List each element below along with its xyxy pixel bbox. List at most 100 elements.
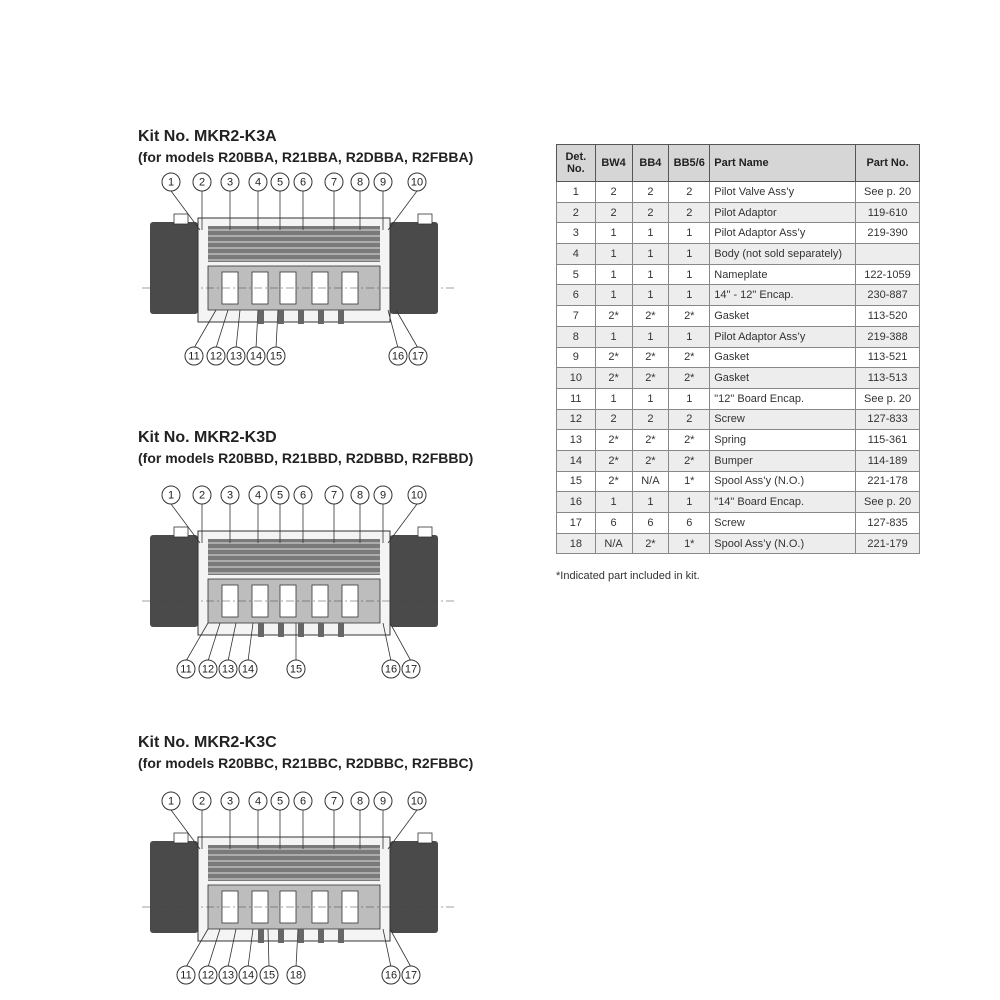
- callout-leader: [170, 190, 201, 231]
- callout-circle: [176, 659, 196, 679]
- part-name-cell: Spool Ass’y (N.O.): [709, 470, 857, 493]
- callout-circle: [220, 791, 240, 811]
- kit-title: Kit No. MKR2-K3D: [138, 429, 277, 446]
- callout-circle: [248, 485, 268, 505]
- callout-13: 13: [226, 309, 246, 366]
- callout-15: 15: [259, 928, 279, 985]
- bb56-cell: 1: [668, 491, 711, 513]
- callout-label: 14: [242, 664, 254, 676]
- callout-label: 4: [255, 490, 261, 502]
- bb56-cell: 1*: [668, 532, 711, 555]
- port: [258, 929, 264, 943]
- part-no-cell: 127-833: [855, 408, 920, 431]
- callout-8: 8: [350, 791, 370, 849]
- callout-label: 1: [168, 796, 174, 808]
- callout-label: 14: [242, 970, 254, 982]
- callout-10: 10: [387, 791, 427, 850]
- kit-heading-k3d: Kit No. MKR2-K3D (for models R20BBD, R21…: [138, 427, 538, 468]
- upper-bore: [208, 226, 380, 262]
- callout-circle: [293, 791, 313, 811]
- callout-label: 5: [277, 490, 283, 502]
- callout-label: 1: [168, 490, 174, 502]
- callout-11: 11: [184, 309, 217, 366]
- part-no-cell: 127-835: [855, 512, 920, 534]
- table-header-row: Det. No. BW4 BB4 BB5/6 Part Name Part No…: [556, 144, 920, 182]
- bb56-cell: 1: [668, 325, 711, 348]
- callout-label: 10: [411, 490, 423, 502]
- callout-leader: [235, 309, 241, 349]
- bb4-cell: 2: [631, 181, 670, 203]
- bb56-cell: 1: [668, 284, 711, 307]
- det-no-cell: 15: [556, 470, 596, 493]
- bb56-cell: 2*: [668, 346, 711, 369]
- callout-circle: [238, 965, 258, 985]
- upper-bore: [208, 539, 380, 575]
- callout-15: 15: [266, 309, 286, 366]
- callout-12: 12: [198, 622, 221, 679]
- callout-label: 13: [222, 970, 234, 982]
- upper-bore: [208, 845, 380, 881]
- callout-7: 7: [324, 791, 344, 849]
- bw4-cell: 2*: [594, 367, 633, 389]
- callout-leader: [395, 309, 419, 349]
- callout-14: 14: [246, 309, 266, 366]
- col-det-no: Det. No.: [556, 144, 596, 182]
- part-no-cell: 119-610: [855, 201, 920, 224]
- bw4-cell: 2*: [594, 305, 633, 327]
- callout-leader: [215, 309, 229, 349]
- callout-11: 11: [176, 928, 209, 985]
- callout-circle: [270, 172, 290, 192]
- bb56-cell: 1: [668, 263, 711, 286]
- footnote: *Indicated part included in kit.: [556, 570, 700, 582]
- det-no-cell: 8: [556, 325, 596, 348]
- callout-circle: [293, 172, 313, 192]
- callout-circle: [401, 659, 421, 679]
- callout-leader: [227, 928, 237, 968]
- callout-circle: [206, 346, 226, 366]
- part-name-cell: Pilot Adaptor: [709, 201, 857, 224]
- bb4-cell: 1: [631, 325, 670, 348]
- right-pilot-housing: [390, 222, 438, 314]
- bb4-cell: N/A: [631, 470, 670, 493]
- callout-label: 12: [202, 970, 214, 982]
- callout-label: 2: [199, 796, 205, 808]
- housing-tab: [417, 526, 433, 538]
- part-name-cell: Gasket: [709, 346, 857, 369]
- callout-12: 12: [206, 309, 229, 366]
- callout-leader: [170, 809, 201, 850]
- part-no-cell: 219-388: [855, 325, 920, 348]
- callout-14: 14: [238, 928, 258, 985]
- callout-circle: [373, 791, 393, 811]
- callout-leader: [193, 309, 217, 349]
- callout-circle: [407, 485, 427, 505]
- kit-models: (for models R20BBC, R21BBC, R2DBBC, R2FB…: [138, 755, 474, 771]
- port: [278, 929, 284, 943]
- callout-label: 12: [202, 664, 214, 676]
- callout-9: 9: [373, 172, 393, 230]
- det-no-cell: 14: [556, 449, 596, 472]
- callout-3: 3: [220, 791, 240, 849]
- callout-label: 16: [392, 351, 404, 363]
- left-pilot-housing: [150, 535, 198, 627]
- callout-9: 9: [373, 485, 393, 543]
- part-name-cell: Pilot Adaptor Ass’y: [709, 325, 857, 348]
- bb4-cell: 1: [631, 263, 670, 286]
- callout-circle: [270, 791, 290, 811]
- left-pilot-housing: [150, 841, 198, 933]
- callout-leader: [255, 309, 259, 349]
- bw4-cell: 2: [594, 408, 633, 431]
- port: [278, 310, 284, 324]
- callout-circle: [192, 485, 212, 505]
- det-no-cell: 10: [556, 367, 596, 389]
- callout-1: 1: [161, 485, 201, 544]
- callout-circle: [266, 346, 286, 366]
- callout-circle: [373, 172, 393, 192]
- det-no-cell: 5: [556, 263, 596, 286]
- bb56-cell: 1: [668, 222, 711, 245]
